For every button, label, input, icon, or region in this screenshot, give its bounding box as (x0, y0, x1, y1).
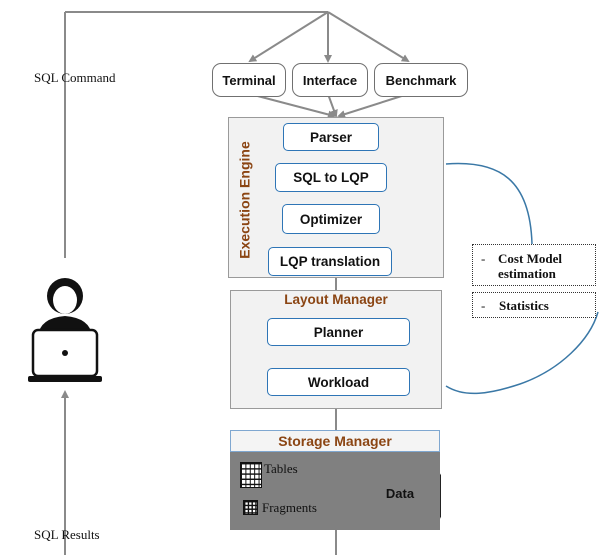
terminal-client: Terminal (212, 63, 286, 97)
statistics-dash: - (481, 298, 486, 313)
converge-arrow-terminal (249, 93, 336, 119)
storage-manager-title: Storage Manager (230, 430, 440, 452)
statistics-note: - Statistics (472, 292, 596, 318)
tables-label: Tables (264, 461, 298, 476)
execution-engine-title: Execution Engine (237, 141, 253, 259)
workload-box: Workload (267, 368, 410, 396)
interface-client: Interface (292, 63, 368, 97)
table-grid-icon (240, 462, 262, 488)
user-laptop-icon (28, 278, 102, 382)
data-label: Data (385, 486, 415, 501)
converge-arrow-interface (327, 93, 338, 118)
sql-results-label: SQL Results (34, 527, 100, 542)
fan-arrow-terminal (248, 11, 329, 63)
planner-box: Planner (267, 318, 410, 346)
cost-model-dash: - (481, 251, 486, 266)
fan-arrow-benchmark (327, 11, 410, 63)
sql-command-label: SQL Command (34, 70, 116, 85)
optimizer-step: Optimizer (282, 204, 380, 234)
feedback-curve (445, 162, 599, 395)
cost-model-text: Cost Model estimation (498, 251, 562, 281)
converge-arrow-benchmark (337, 93, 409, 118)
statistics-text: Statistics (499, 298, 549, 313)
parser-step: Parser (283, 123, 379, 151)
cost-model-note: - Cost Model estimation (472, 244, 596, 286)
lqp-translation-step: LQP translation (268, 247, 392, 276)
storage-manager-area (230, 450, 440, 530)
fragments-label: Fragments (262, 500, 317, 515)
layout-manager-title: Layout Manager (284, 292, 388, 307)
benchmark-client: Benchmark (374, 63, 468, 97)
fragment-grid-icon (243, 500, 258, 515)
sql-to-lqp-step: SQL to LQP (275, 163, 387, 192)
